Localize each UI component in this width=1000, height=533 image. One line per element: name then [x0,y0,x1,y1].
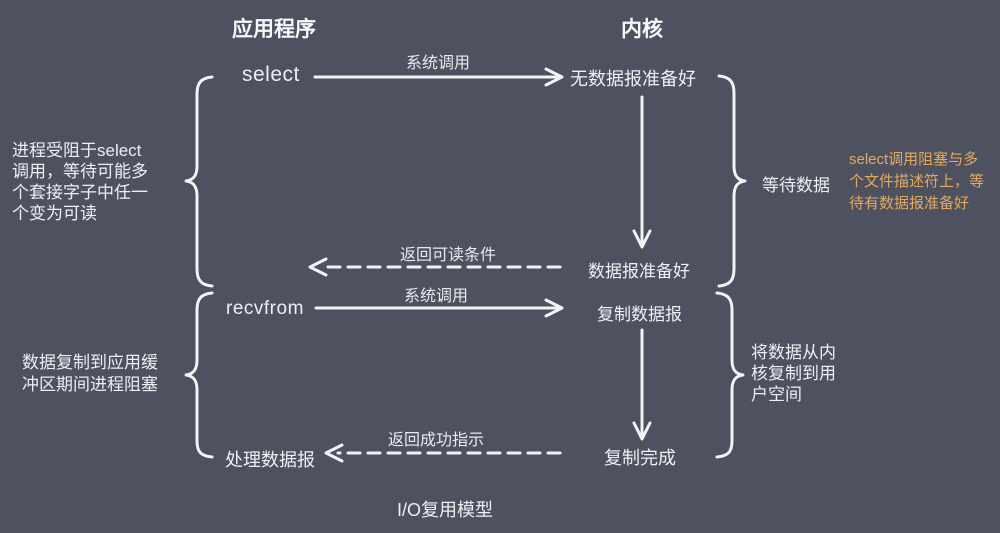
recvfrom-call-label: recvfrom [226,298,304,319]
left-note-blocked-select-line3: 个套接字子中任一 [12,183,148,202]
orange-note-select-blocking: select调用阻塞与多 个文件描述符上，等 待有数据报准备好 [849,149,984,215]
kernel-wait-arrow-head [632,229,652,249]
right-note-copy-user-space: 将数据从内 核复制到用 户空间 [751,342,836,405]
right-note-copy-line2: 核复制到用 [751,364,836,383]
left-note-blocked-select-line4: 个变为可读 [12,204,97,223]
return-success-label: 返回成功指示 [388,432,485,449]
right-note-copy-line1: 将数据从内 [751,343,836,362]
brace-left-copy [184,291,214,459]
kernel-copy-arrow-head [632,421,652,441]
left-note-blocked-select-line1: 进程受阻于select [12,141,142,160]
syscall-bottom-arrow-head [544,298,564,318]
kernel-header: 内核 [621,18,663,41]
return-success-arrow-head [324,443,344,463]
diagram-title: I/O复用模型 [397,500,494,520]
orange-note-line3: 待有数据报准备好 [849,195,970,212]
left-note-blocked-select: 进程受阻于select 调用，等待可能多 个套接字子中任一 个变为可读 [12,140,148,224]
app-header: 应用程序 [232,18,316,41]
process-datagram-label: 处理数据报 [225,450,315,470]
datagram-ready-label: 数据报准备好 [588,262,690,281]
copy-datagram-label: 复制数据报 [597,305,682,324]
syscall-bottom-label: 系统调用 [404,288,469,305]
wait-data-label: 等待数据 [762,176,830,195]
brace-right-wait [717,74,747,288]
left-note-blocked-copy-line2: 冲区期间进程阻塞 [22,375,158,394]
syscall-top-label: 系统调用 [406,55,471,72]
orange-note-line2: 个文件描述符上，等 [849,173,985,190]
left-note-blocked-select-line2: 调用，等待可能多 [12,162,148,181]
copy-complete-label: 复制完成 [604,448,676,468]
right-note-copy-line3: 户空间 [751,385,802,404]
return-readable-arrow-head [308,257,328,277]
syscall-top-arrow-head [544,67,564,87]
orange-note-line1: select调用阻塞与多 [849,151,979,168]
left-note-blocked-copy-line1: 数据复制到应用缓 [22,353,158,372]
brace-right-copy [715,291,745,459]
left-note-blocked-copy: 数据复制到应用缓 冲区期间进程阻塞 [22,352,158,396]
select-call-label: select [242,63,300,86]
no-datagram-ready-label: 无数据报准备好 [570,69,696,89]
return-readable-label: 返回可读条件 [400,247,497,264]
brace-left-wait [184,75,214,288]
